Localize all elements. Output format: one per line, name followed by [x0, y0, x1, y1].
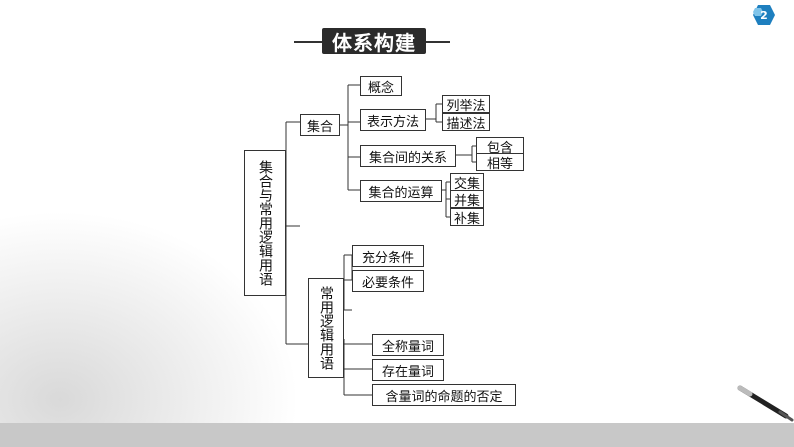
node-set: 集合	[300, 114, 340, 136]
title-rule-left	[294, 41, 322, 43]
footer-bar	[0, 423, 794, 447]
node-set-relations: 集合间的关系	[360, 145, 456, 167]
node-necessary-condition: 必要条件	[352, 270, 424, 292]
title-rule-right	[426, 41, 450, 43]
node-representation: 表示方法	[360, 109, 426, 131]
node-intersection: 交集	[450, 173, 484, 192]
node-root: 集合与常用逻辑用语	[244, 150, 286, 296]
node-universal-quantifier: 全称量词	[372, 334, 444, 356]
node-sufficient-condition: 充分条件	[352, 245, 424, 267]
node-existential-quantifier: 存在量词	[372, 359, 444, 381]
node-complement: 补集	[450, 208, 484, 227]
node-listing-method: 列举法	[442, 95, 490, 114]
page-number: 2	[760, 8, 768, 22]
node-set-operations: 集合的运算	[360, 180, 442, 202]
page-badge-icon	[753, 5, 775, 25]
section-title: 体系构建	[294, 28, 450, 56]
node-negation-of-quantified-proposition: 含量词的命题的否定	[372, 384, 516, 406]
page-title: 体系构建	[322, 28, 426, 55]
node-description-method: 描述法	[442, 113, 490, 132]
node-concept: 概念	[360, 76, 402, 96]
node-logic: 常用逻辑用语	[308, 278, 344, 378]
node-equality: 相等	[476, 153, 524, 172]
node-union: 并集	[450, 190, 484, 209]
ink-brush-icon	[737, 385, 794, 422]
